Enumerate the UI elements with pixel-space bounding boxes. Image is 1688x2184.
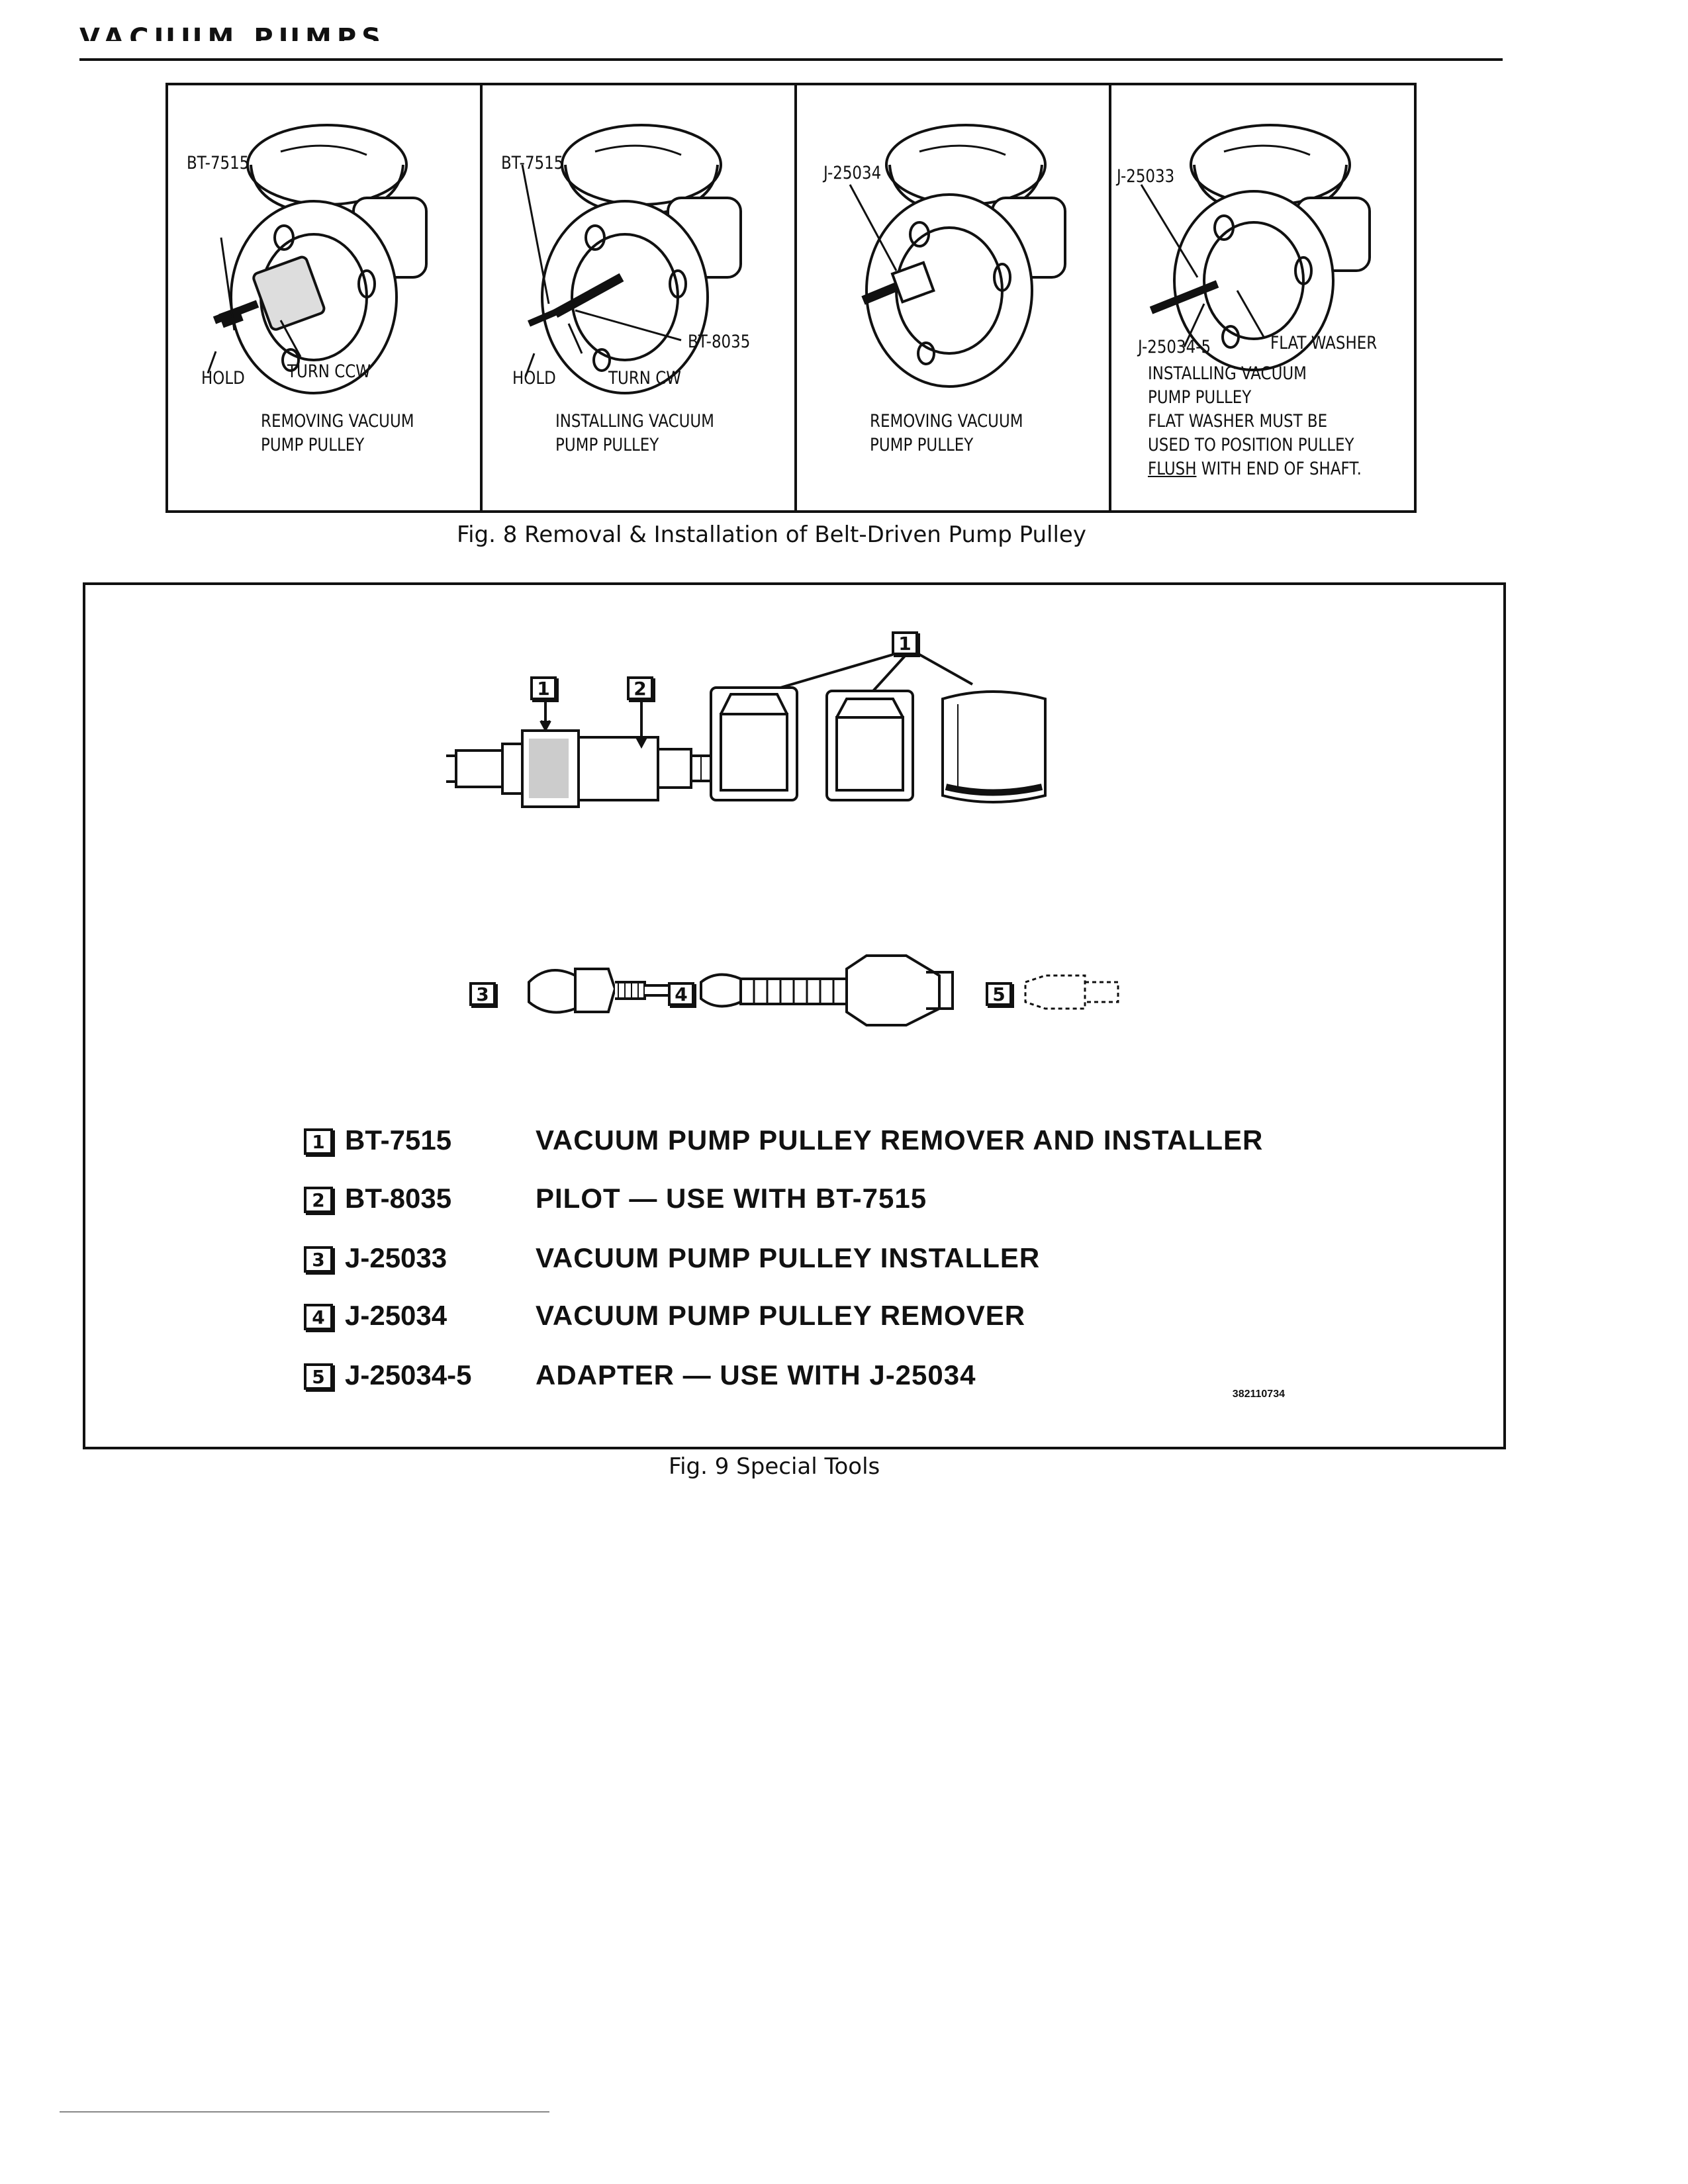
legend-code: J-25034 xyxy=(345,1300,447,1331)
footer-rule xyxy=(60,2111,549,2113)
legend-code: BT-8035 xyxy=(345,1183,452,1214)
tool-label: J-25033 xyxy=(1117,166,1175,187)
tool-label: J-25034 xyxy=(823,163,882,183)
callout-1: 1 xyxy=(530,676,557,700)
legend-code: J-25034-5 xyxy=(345,1359,472,1390)
legend-description: PILOT — USE WITH BT-7515 xyxy=(536,1183,927,1214)
legend-number: 5 xyxy=(304,1363,333,1390)
vacuum-pump-illustration xyxy=(1140,124,1371,371)
legend-description: VACUUM PUMP PULLEY REMOVER AND INSTALLER xyxy=(536,1124,1264,1156)
vacuum-pump-illustration xyxy=(521,124,742,394)
legend-number: 1 xyxy=(304,1128,333,1155)
panel-caption: INSTALLING VACUUM PUMP PULLEY FLAT WASHE… xyxy=(1148,363,1362,479)
turn-label: TURN CCW xyxy=(287,361,371,382)
legend-number: 3 xyxy=(304,1246,333,1273)
tool-label: BT-7515 xyxy=(187,153,250,173)
legend-description: ADAPTER — USE WITH J-25034 xyxy=(536,1359,976,1390)
figure-8-panels: BT-7515 HOLD TURN CCW REMOVING VACUUM PU… xyxy=(165,83,1417,513)
figure-9-special-tools: 1 2 1 3 4 5 1 BT-7515 VACUUM PUMP PULLEY… xyxy=(83,582,1506,1449)
illustration-reference-number: 382110734 xyxy=(1232,1388,1285,1400)
hold-label: HOLD xyxy=(201,368,245,388)
vacuum-pump-illustration xyxy=(207,124,428,394)
fig8-panel-removing-bt7515: BT-7515 HOLD TURN CCW REMOVING VACUUM PU… xyxy=(168,85,483,510)
legend-code: BT-7515 xyxy=(345,1124,452,1156)
callout-3: 3 xyxy=(469,982,496,1006)
legend-description: VACUUM PUMP PULLEY REMOVER xyxy=(536,1300,1026,1331)
fig8-caption: Fig. 8 Removal & Installation of Belt-Dr… xyxy=(457,522,1086,548)
legend-number: 4 xyxy=(304,1304,333,1330)
hold-label: HOLD xyxy=(512,368,556,388)
header-rule xyxy=(79,58,1503,61)
page-header-title: VACUUM PUMPS xyxy=(79,23,386,41)
pilot-label: BT-8035 xyxy=(688,332,751,352)
fig8-panel-installing-j25033: J-25033 J-25034-5 FLAT WASHER INSTALLING… xyxy=(1111,85,1414,510)
vacuum-pump-illustration xyxy=(849,124,1066,388)
fig9-caption: Fig. 9 Special Tools xyxy=(669,1453,880,1480)
tool-label: BT-7515 xyxy=(501,153,564,173)
fig8-panel-removing-j25034: J-25034 REMOVING VACUUM PUMP PULLEY xyxy=(797,85,1111,510)
panel-caption: REMOVING VACUUM PUMP PULLEY xyxy=(261,411,414,455)
legend-description: VACUUM PUMP PULLEY INSTALLER xyxy=(536,1242,1041,1273)
legend-number: 2 xyxy=(304,1187,333,1213)
legend-code: J-25033 xyxy=(345,1242,447,1273)
flat-washer-label: FLAT WASHER xyxy=(1270,333,1378,353)
turn-label: TURN CW xyxy=(608,368,681,388)
adapter-label: J-25034-5 xyxy=(1138,337,1211,357)
callout-1: 1 xyxy=(892,631,918,655)
panel-caption: INSTALLING VACUUM PUMP PULLEY xyxy=(555,411,714,455)
special-tools-illustration xyxy=(446,653,1119,1026)
callout-4: 4 xyxy=(668,982,694,1006)
callout-5: 5 xyxy=(986,982,1012,1006)
callout-2: 2 xyxy=(627,676,653,700)
panel-caption: REMOVING VACUUM PUMP PULLEY xyxy=(870,411,1023,455)
fig8-panel-installing-bt7515: BT-7515 BT-8035 HOLD TURN CW INSTALLING … xyxy=(483,85,797,510)
